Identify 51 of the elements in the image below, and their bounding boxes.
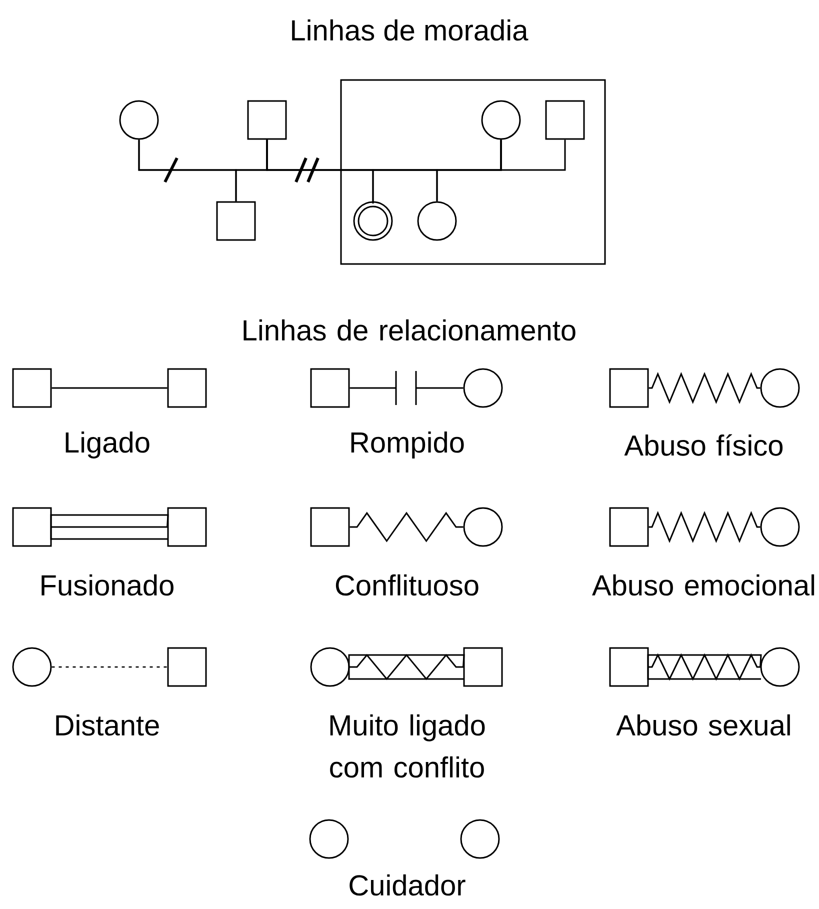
relationship-line	[648, 372, 760, 404]
square-symbol	[609, 647, 649, 687]
relationship-line	[348, 654, 465, 680]
relationship-line	[52, 666, 168, 668]
square-symbol	[12, 507, 52, 547]
circle-symbol	[310, 647, 350, 687]
square-symbol	[12, 368, 52, 408]
line-type-label: Cuidador	[350, 874, 466, 896]
square-symbol	[609, 368, 649, 408]
household-frame	[340, 79, 606, 265]
circle-symbol	[309, 819, 349, 859]
square-symbol	[247, 100, 287, 140]
circle-symbol	[463, 507, 503, 547]
family-line	[500, 140, 566, 171]
circle-symbol	[760, 647, 800, 687]
relationship-line	[350, 512, 464, 542]
heading: Linhas de moradia	[292, 19, 528, 41]
square-symbol	[167, 507, 207, 547]
relationship-line	[647, 653, 762, 681]
half-line	[349, 370, 397, 406]
square-symbol	[609, 507, 649, 547]
line-type-label: Ligado	[66, 431, 150, 459]
line-type-label: Rompido	[351, 431, 464, 459]
heading: Linhas de relacionamento	[244, 319, 576, 341]
circle-symbol	[119, 100, 159, 140]
line-type-label: Abuso emocional	[592, 574, 814, 596]
relationship-line	[50, 514, 169, 540]
circle-symbol	[481, 100, 521, 140]
square-symbol	[167, 368, 207, 408]
square-symbol	[167, 647, 207, 687]
relationship-line	[648, 511, 760, 543]
line-type-label: Muito ligado com conflito	[330, 714, 485, 778]
double-circle-symbol	[353, 201, 393, 241]
circle-symbol	[760, 368, 800, 408]
half-line	[415, 370, 464, 406]
square-symbol	[463, 647, 503, 687]
line-type-label: Distante	[56, 714, 159, 736]
line-type-label: Abuso sexual	[616, 714, 790, 736]
square-symbol	[545, 100, 585, 140]
line-type-label: Abuso físico	[624, 434, 783, 456]
square-symbol	[216, 201, 256, 241]
circle-symbol	[12, 647, 52, 687]
square-symbol	[310, 368, 350, 408]
square-symbol	[310, 507, 350, 547]
relationship-line	[52, 387, 168, 389]
line-type-label: Conflituoso	[336, 574, 478, 596]
circle-symbol	[463, 368, 503, 408]
circle-symbol	[760, 507, 800, 547]
circle-symbol	[460, 819, 500, 859]
circle-symbol	[417, 201, 457, 241]
line-type-label: Fusionado	[42, 574, 174, 596]
